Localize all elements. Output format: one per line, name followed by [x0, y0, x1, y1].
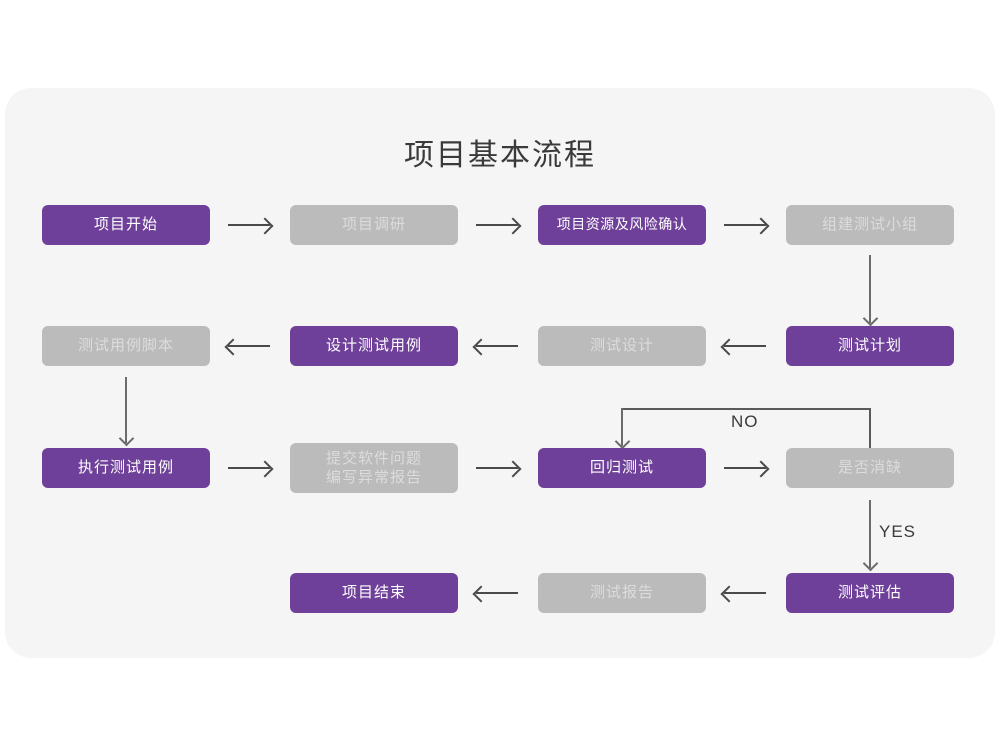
node-submit-issue-report[interactable]: 提交软件问题 编写异常报告 [290, 443, 458, 493]
edge-label-no: NO [731, 412, 759, 431]
edge-label-yes: YES [879, 522, 917, 541]
arrow-yes-to-evaluation [869, 500, 871, 568]
arrow-row2-1 [228, 345, 270, 347]
node-test-design[interactable]: 测试设计 [538, 326, 706, 366]
node-resource-risk-confirm[interactable]: 项目资源及风险确认 [538, 205, 706, 245]
node-defect-cleared[interactable]: 是否消缺 [786, 448, 954, 488]
arrow-script-to-execute [125, 377, 127, 443]
flowchart-card [5, 88, 995, 658]
arrow-row3-1 [228, 467, 270, 469]
node-test-report[interactable]: 测试报告 [538, 573, 706, 613]
arrow-row4-1 [476, 592, 518, 594]
node-design-test-case[interactable]: 设计测试用例 [290, 326, 458, 366]
no-loop-top-segment [621, 408, 871, 410]
no-loop-arrow-into-regression [621, 408, 623, 446]
node-test-plan[interactable]: 测试计划 [786, 326, 954, 366]
arrow-row1-3 [724, 224, 766, 226]
arrow-row3-3 [724, 467, 766, 469]
node-project-research[interactable]: 项目调研 [290, 205, 458, 245]
arrow-team-to-plan [869, 255, 871, 323]
arrow-row1-2 [476, 224, 518, 226]
node-build-test-team[interactable]: 组建测试小组 [786, 205, 954, 245]
no-loop-right-segment [869, 408, 871, 448]
node-regression-test[interactable]: 回归测试 [538, 448, 706, 488]
arrow-row1-1 [228, 224, 270, 226]
node-test-case-script[interactable]: 测试用例脚本 [42, 326, 210, 366]
node-test-evaluation[interactable]: 测试评估 [786, 573, 954, 613]
arrow-row3-2 [476, 467, 518, 469]
node-project-start[interactable]: 项目开始 [42, 205, 210, 245]
node-project-end[interactable]: 项目结束 [290, 573, 458, 613]
page-title: 项目基本流程 [404, 139, 596, 172]
arrow-row2-2 [476, 345, 518, 347]
arrow-row2-3 [724, 345, 766, 347]
node-execute-test-case[interactable]: 执行测试用例 [42, 448, 210, 488]
arrow-row4-2 [724, 592, 766, 594]
